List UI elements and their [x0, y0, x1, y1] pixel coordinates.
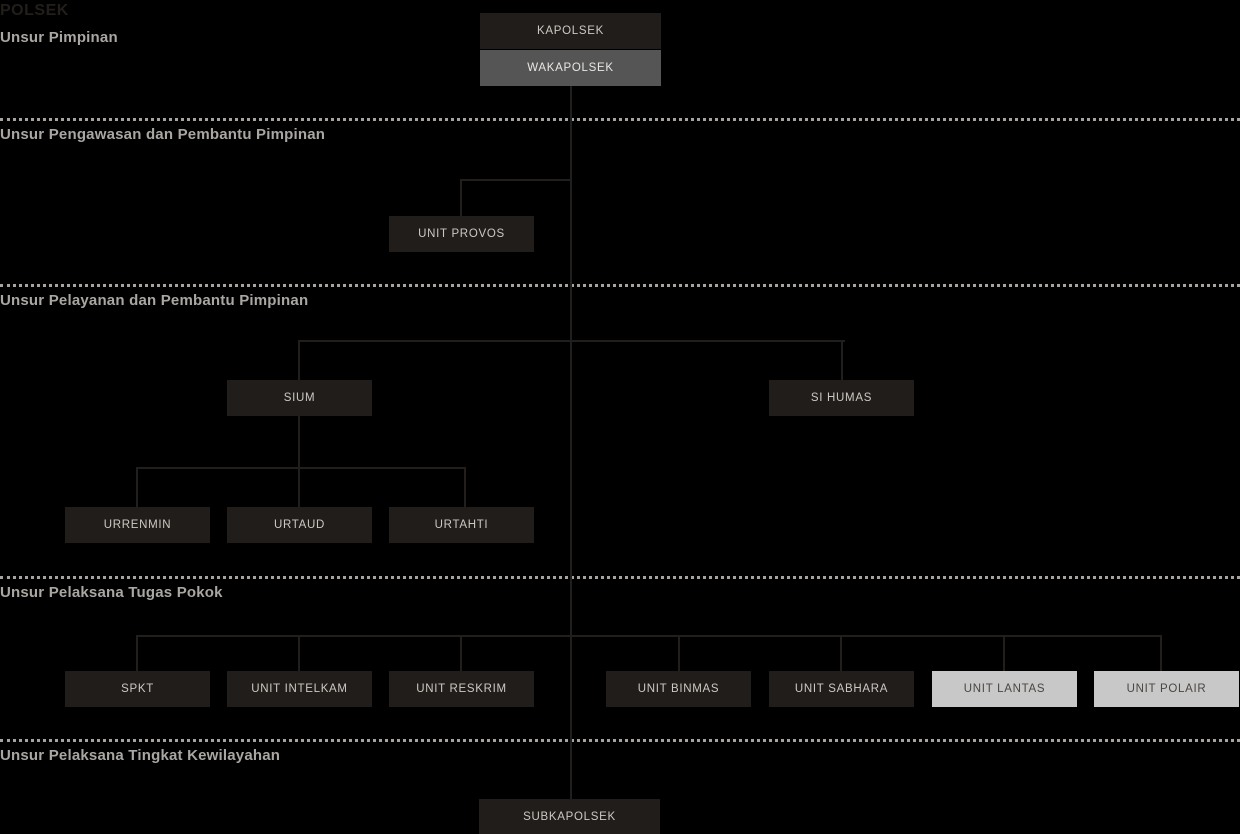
connector-sihumas-drop	[841, 340, 843, 380]
node-wakapolsek[interactable]: WAKAPOLSEK	[480, 50, 661, 86]
section-label-pengawasan: Unsur Pengawasan dan Pembantu Pimpinan	[0, 126, 326, 143]
divider-pengawasan	[0, 118, 1240, 121]
node-si-humas[interactable]: SI HUMAS	[769, 380, 914, 416]
node-sium[interactable]: SIUM	[227, 380, 372, 416]
section-label-pelayanan: Unsur Pelayanan dan Pembantu Pimpinan	[0, 292, 309, 309]
divider-kewilayahan	[0, 739, 1240, 742]
node-unit-reskrim-label: UNIT RESKRIM	[416, 683, 507, 695]
connector-spkt-drop	[136, 635, 138, 671]
divider-pelayanan	[0, 284, 1240, 287]
connector-binmas-drop	[678, 635, 680, 671]
node-urtaud-label: URTAUD	[273, 519, 326, 531]
node-unit-provos-label: UNIT PROVOS	[418, 228, 505, 240]
connector-ur-bus	[136, 467, 466, 469]
node-subkapolsek-label: SUBKAPOLSEK	[523, 811, 616, 823]
connector-pelayanan-bus	[299, 340, 845, 342]
connector-pelaksana-bus	[136, 635, 1162, 637]
section-label-kewilayahan: Unsur Pelaksana Tingkat Kewilayahan	[0, 747, 281, 764]
node-kapolsek-label: KAPOLSEK	[537, 25, 604, 37]
node-unit-polair[interactable]: UNIT POLAIR	[1094, 671, 1239, 707]
trunk-line-main	[570, 86, 572, 799]
connector-sabhara-drop	[840, 635, 842, 671]
connector-urrenmin-drop	[136, 467, 138, 507]
connector-urtaud-drop	[298, 467, 300, 507]
node-unit-intelkam-label: UNIT INTELKAM	[251, 683, 348, 695]
connector-reskrim-drop	[460, 635, 462, 671]
connector-sium-drop	[298, 340, 300, 380]
node-unit-polair-label: UNIT POLAIR	[1126, 683, 1207, 695]
node-kapolsek[interactable]: KAPOLSEK	[480, 13, 661, 49]
node-unit-lantas-label: UNIT LANTAS	[963, 683, 1046, 695]
connector-urtahti-drop	[464, 467, 466, 507]
node-sium-label: SIUM	[283, 392, 316, 404]
node-unit-lantas[interactable]: UNIT LANTAS	[932, 671, 1077, 707]
node-urrenmin-label: URRENMIN	[103, 519, 172, 531]
node-urtahti-label: URTAHTI	[434, 519, 489, 531]
connector-polair-drop	[1160, 635, 1162, 671]
divider-pelaksana	[0, 576, 1240, 579]
connector-sium-stem	[298, 416, 300, 467]
node-wakapolsek-label: WAKAPOLSEK	[527, 62, 614, 74]
node-subkapolsek[interactable]: SUBKAPOLSEK	[479, 799, 660, 834]
node-si-humas-label: SI HUMAS	[810, 392, 873, 404]
node-unit-sabhara[interactable]: UNIT SABHARA	[769, 671, 914, 707]
section-label-pimpinan: Unsur Pimpinan	[0, 29, 118, 46]
node-unit-sabhara-label: UNIT SABHARA	[794, 683, 889, 695]
node-unit-binmas[interactable]: UNIT BINMAS	[606, 671, 751, 707]
node-unit-binmas-label: UNIT BINMAS	[637, 683, 720, 695]
node-unit-provos[interactable]: UNIT PROVOS	[389, 216, 534, 252]
node-spkt-label: SPKT	[121, 683, 154, 695]
section-label-pelaksana: Unsur Pelaksana Tugas Pokok	[0, 584, 223, 601]
connector-lantas-drop	[1003, 635, 1005, 671]
connector-provos-horizontal	[461, 179, 572, 181]
node-unit-intelkam[interactable]: UNIT INTELKAM	[227, 671, 372, 707]
page-title: POLSEK	[0, 2, 69, 19]
node-urrenmin[interactable]: URRENMIN	[65, 507, 210, 543]
node-spkt[interactable]: SPKT	[65, 671, 210, 707]
node-urtaud[interactable]: URTAUD	[227, 507, 372, 543]
connector-intelkam-drop	[298, 635, 300, 671]
node-unit-reskrim[interactable]: UNIT RESKRIM	[389, 671, 534, 707]
node-urtahti[interactable]: URTAHTI	[389, 507, 534, 543]
connector-provos-vertical	[460, 179, 462, 216]
